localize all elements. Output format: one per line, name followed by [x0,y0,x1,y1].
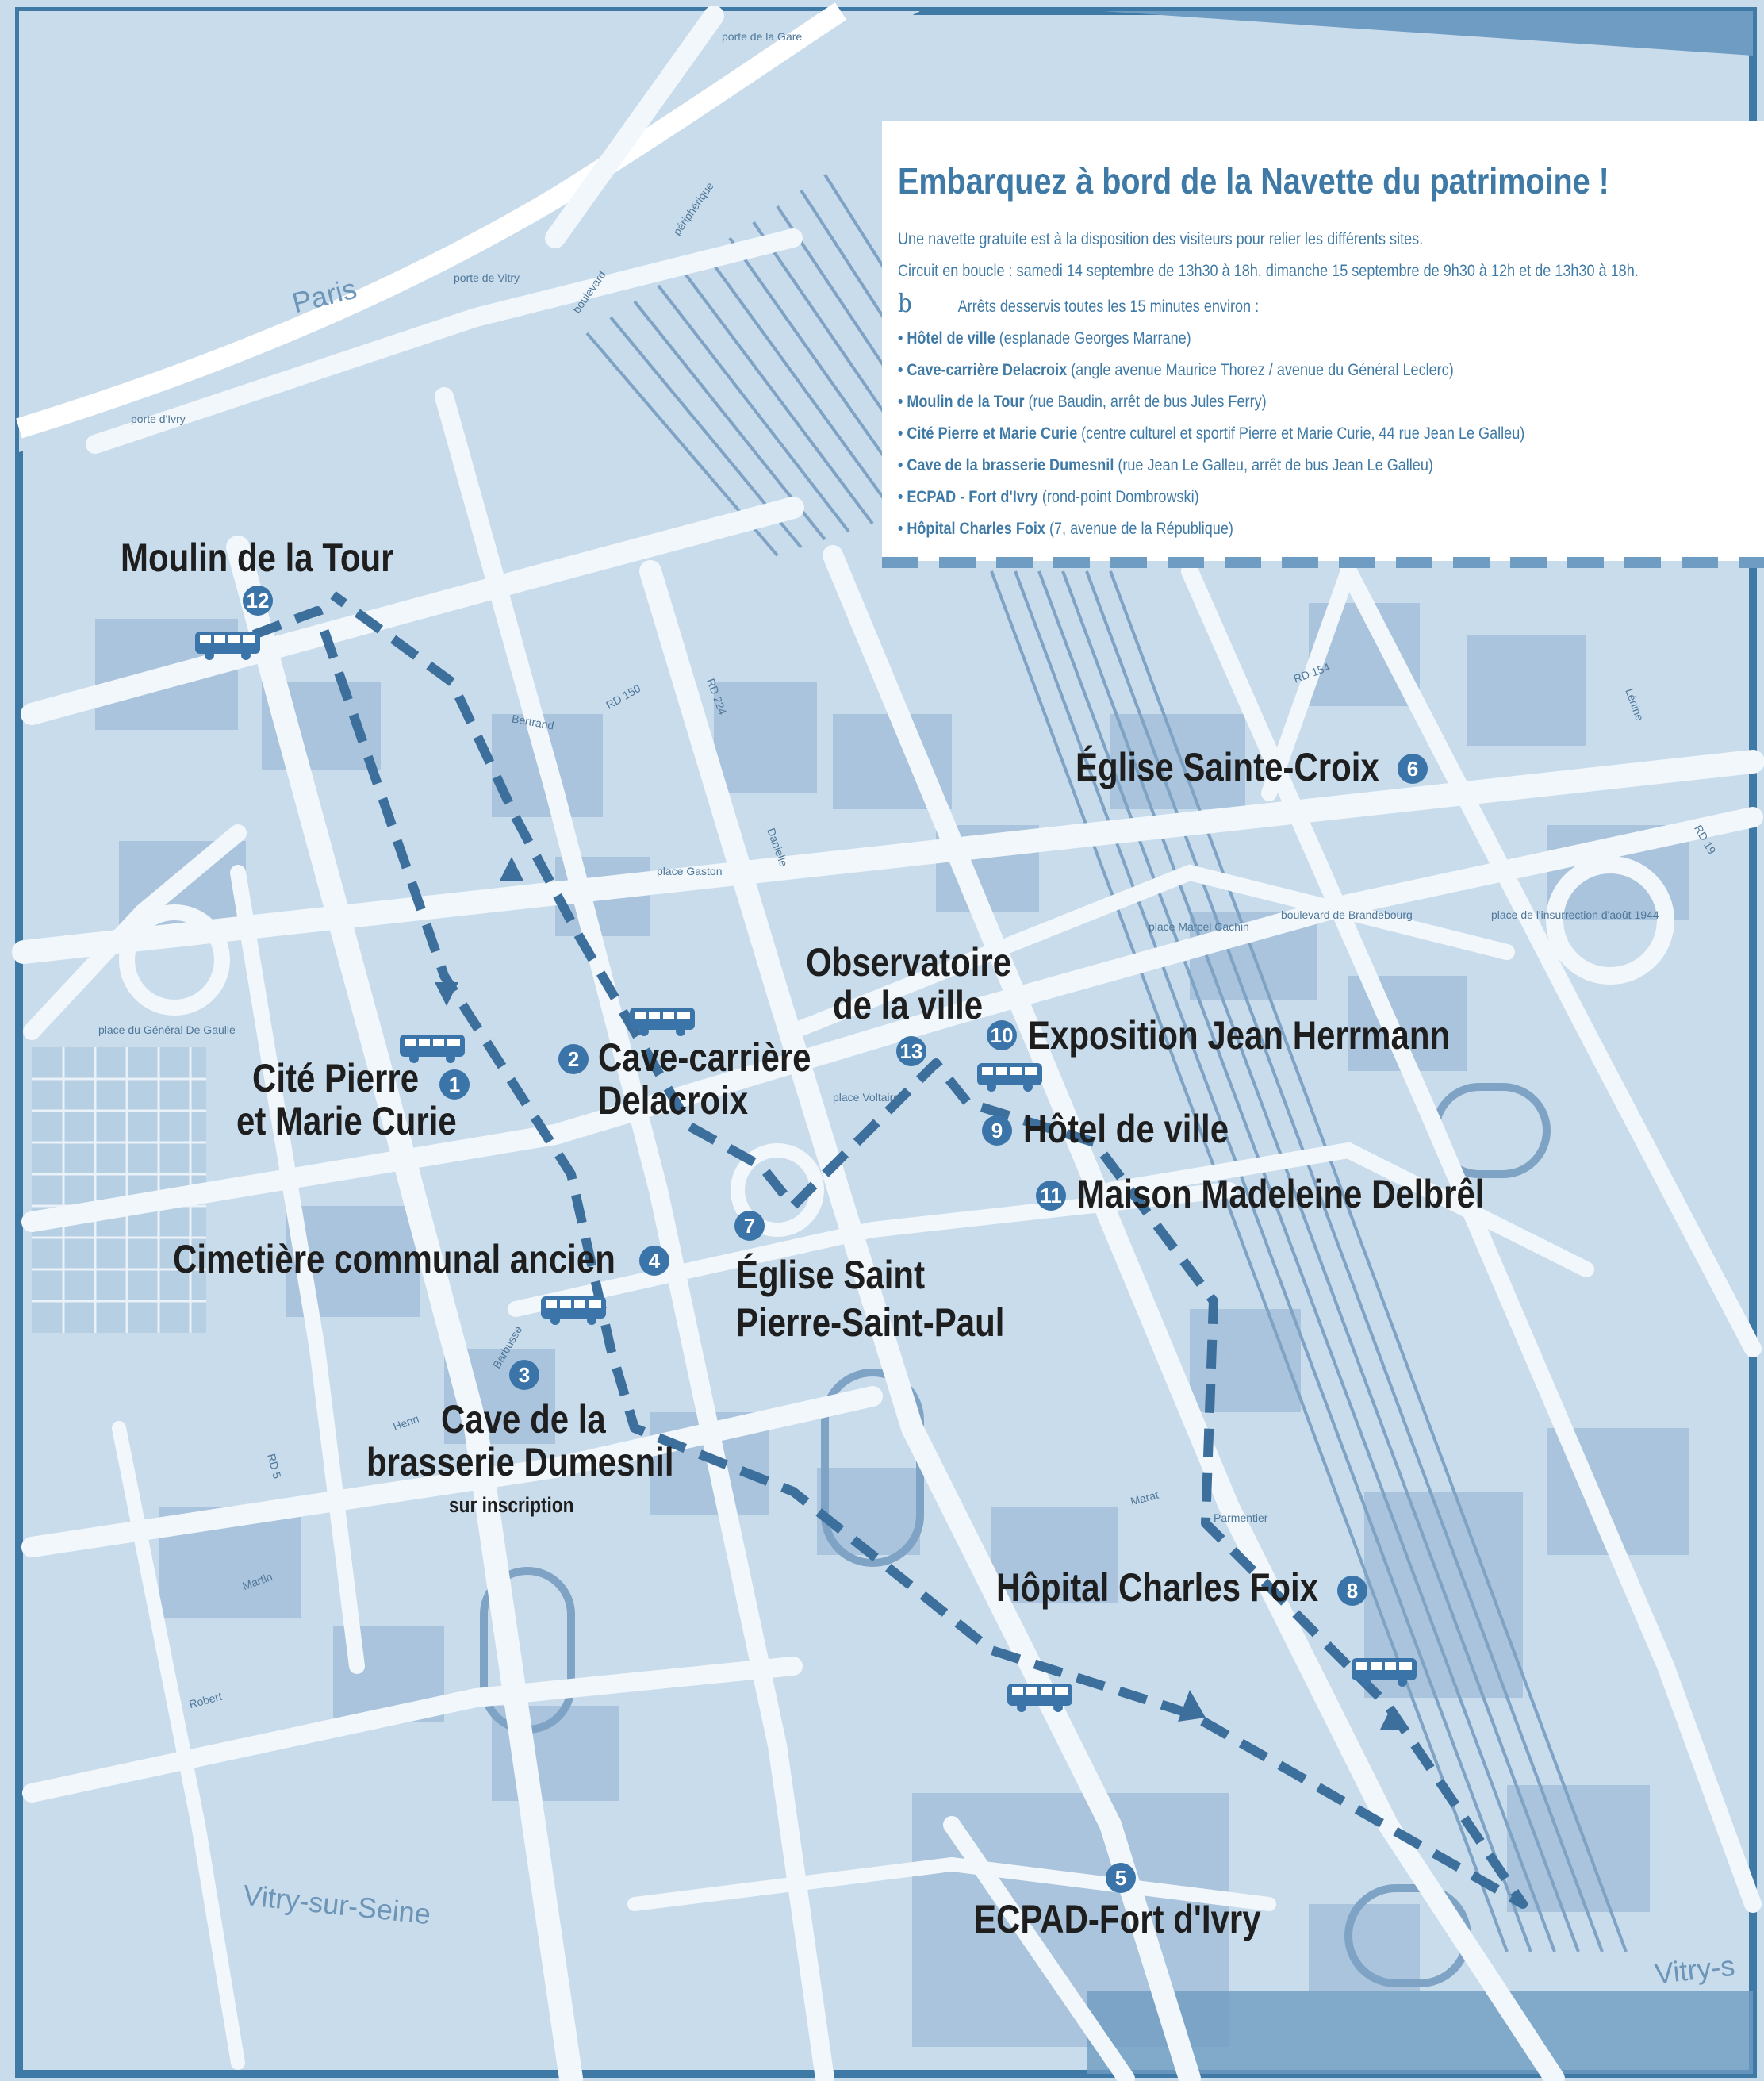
site-dumesnil-note: sur inscription [449,1493,574,1517]
stops-heading-text: Arrêts desservis toutes les 15 minutes e… [957,298,1260,316]
bus-stop-icon [977,1063,1042,1092]
bus-stop-icon [195,632,260,660]
bus-stop-icon [630,1008,695,1036]
stop-item: • Hôtel de ville (esplanade Georges Marr… [898,323,1628,355]
stop-detail: (angle avenue Maurice Thorez / avenue du… [1067,361,1454,379]
site-herrmann-label: Exposition Jean Herrmann [1028,1013,1451,1058]
street-label: porte de la Gare [722,30,803,43]
panel-dashed-border [882,557,1764,568]
site-observatoire-number: 13 [896,1036,926,1066]
bus-stop-icon [1007,1684,1072,1712]
site-cite-curie-line1: Cité Pierre [252,1056,420,1100]
stop-name: • ECPAD - Fort d'Ivry [898,488,1038,506]
site-cimetiere-label: Cimetière communal ancien [173,1237,615,1281]
site-ecpad-number: 5 [1106,1863,1136,1893]
panel-stops-heading: b Arrêts desservis toutes les 15 minutes … [898,287,1628,323]
bottom-band [1087,1991,1753,2074]
site-cite-curie-number: 1 [439,1069,470,1100]
site-sainte-croix-number: 6 [1398,754,1428,784]
site-moulin-number: 12 [243,586,273,616]
stop-item: • Cave-carrière Delacroix (angle avenue … [898,355,1628,386]
stop-detail: (7, avenue de la République) [1045,520,1233,538]
panel-title: Embarquez à bord de la Navette du patrim… [898,160,1609,202]
site-sainte-croix-label: Église Sainte-Croix [1076,745,1379,789]
street-label: porte d'Ivry [131,413,186,425]
site-hotel-ville-label: Hôtel de ville [1023,1107,1229,1151]
stop-item: • Hôpital Charles Foix (7, avenue de la … [898,513,1628,545]
shuttle-info-panel: Embarquez à bord de la Navette du patrim… [882,121,1764,561]
stop-name: • Cité Pierre et Marie Curie [898,424,1078,443]
street-label: place Gaston [657,865,723,877]
stop-detail: (centre culturel et sportif Pierre et Ma… [1077,424,1525,443]
stop-detail: (rue Jean Le Galleu, arrêt de bus Jean L… [1114,456,1433,474]
site-delacroix-number: 2 [558,1044,589,1074]
site-observatoire-line2: de la ville [833,983,984,1027]
bus-stop-icon [541,1296,606,1325]
stop-name: • Hôpital Charles Foix [898,520,1045,538]
site-saint-pierre-line2: Pierre-Saint-Paul [736,1300,1005,1345]
site-delbrel-number: 11 [1036,1181,1066,1211]
stop-name: • Cave-carrière Delacroix [898,361,1068,379]
stop-item: • ECPAD - Fort d'Ivry (rond-point Dombro… [898,482,1628,513]
site-observatoire-line1: Observatoire [806,940,1012,985]
site-dumesnil-line1: Cave de la [441,1397,606,1442]
site-delacroix-line2: Delacroix [598,1078,749,1123]
site-dumesnil-line2: brasserie Dumesnil [366,1440,674,1484]
stop-name: • Hôtel de ville [898,329,995,347]
shuttle-route [251,591,1528,1909]
stop-item: • Moulin de la Tour (rue Baudin, arrêt d… [898,386,1628,418]
stop-item: • Cave de la brasserie Dumesnil (rue Jea… [898,450,1628,482]
site-saint-pierre-line1: Église Saint [736,1253,926,1297]
street-label: place du Général De Gaulle [98,1023,236,1036]
stop-item: • Cité Pierre et Marie Curie (centre cul… [898,418,1628,450]
bus-stop-icon [400,1035,465,1063]
panel-intro: Une navette gratuite est à la dispositio… [898,230,1424,248]
stop-detail: (rue Baudin, arrêt de bus Jules Ferry) [1024,393,1267,411]
stop-name: • Cave de la brasserie Dumesnil [898,456,1114,474]
stop-name: • Moulin de la Tour [898,393,1025,411]
glyph-icon: b [898,288,912,318]
site-charles-foix-label: Hôpital Charles Foix [996,1565,1319,1610]
site-delbrel-label: Maison Madeleine Delbrêl [1077,1172,1485,1216]
stop-detail: (esplanade Georges Marrane) [995,329,1191,347]
site-delacroix-line1: Cave-carrière [598,1035,811,1080]
site-dumesnil-number: 3 [509,1360,539,1390]
site-cimetiere-number: 4 [639,1246,669,1276]
street-label: place Voltaire [833,1091,900,1104]
site-cite-curie-line2: et Marie Curie [236,1099,457,1143]
street-label: place Marcel Cachin [1149,920,1249,933]
street-label: place de l'insurrection d'août 1944 [1491,908,1659,921]
road-network [12,6,1764,2081]
site-hotel-ville-number: 9 [982,1115,1012,1146]
panel-schedule: Circuit en boucle : samedi 14 septembre … [898,262,1639,280]
street-label: boulevard de Brandebourg [1281,908,1413,921]
site-charles-foix-number: 8 [1337,1576,1367,1606]
bus-stop-icon [1352,1658,1417,1687]
seine-bank [16,2,847,439]
river-corner [1102,11,1753,56]
stop-detail: (rond-point Dombrowski) [1037,488,1199,506]
site-moulin-label: Moulin de la Tour [121,536,394,580]
site-ecpad-label: ECPAD-Fort d'Ivry [974,1897,1261,1941]
street-label: porte de Vitry [454,271,520,284]
route-arrows [435,857,1404,1730]
site-saint-pierre-number: 7 [734,1211,765,1241]
street-label: Parmentier [1214,1511,1268,1524]
site-herrmann-number: 10 [987,1020,1017,1050]
